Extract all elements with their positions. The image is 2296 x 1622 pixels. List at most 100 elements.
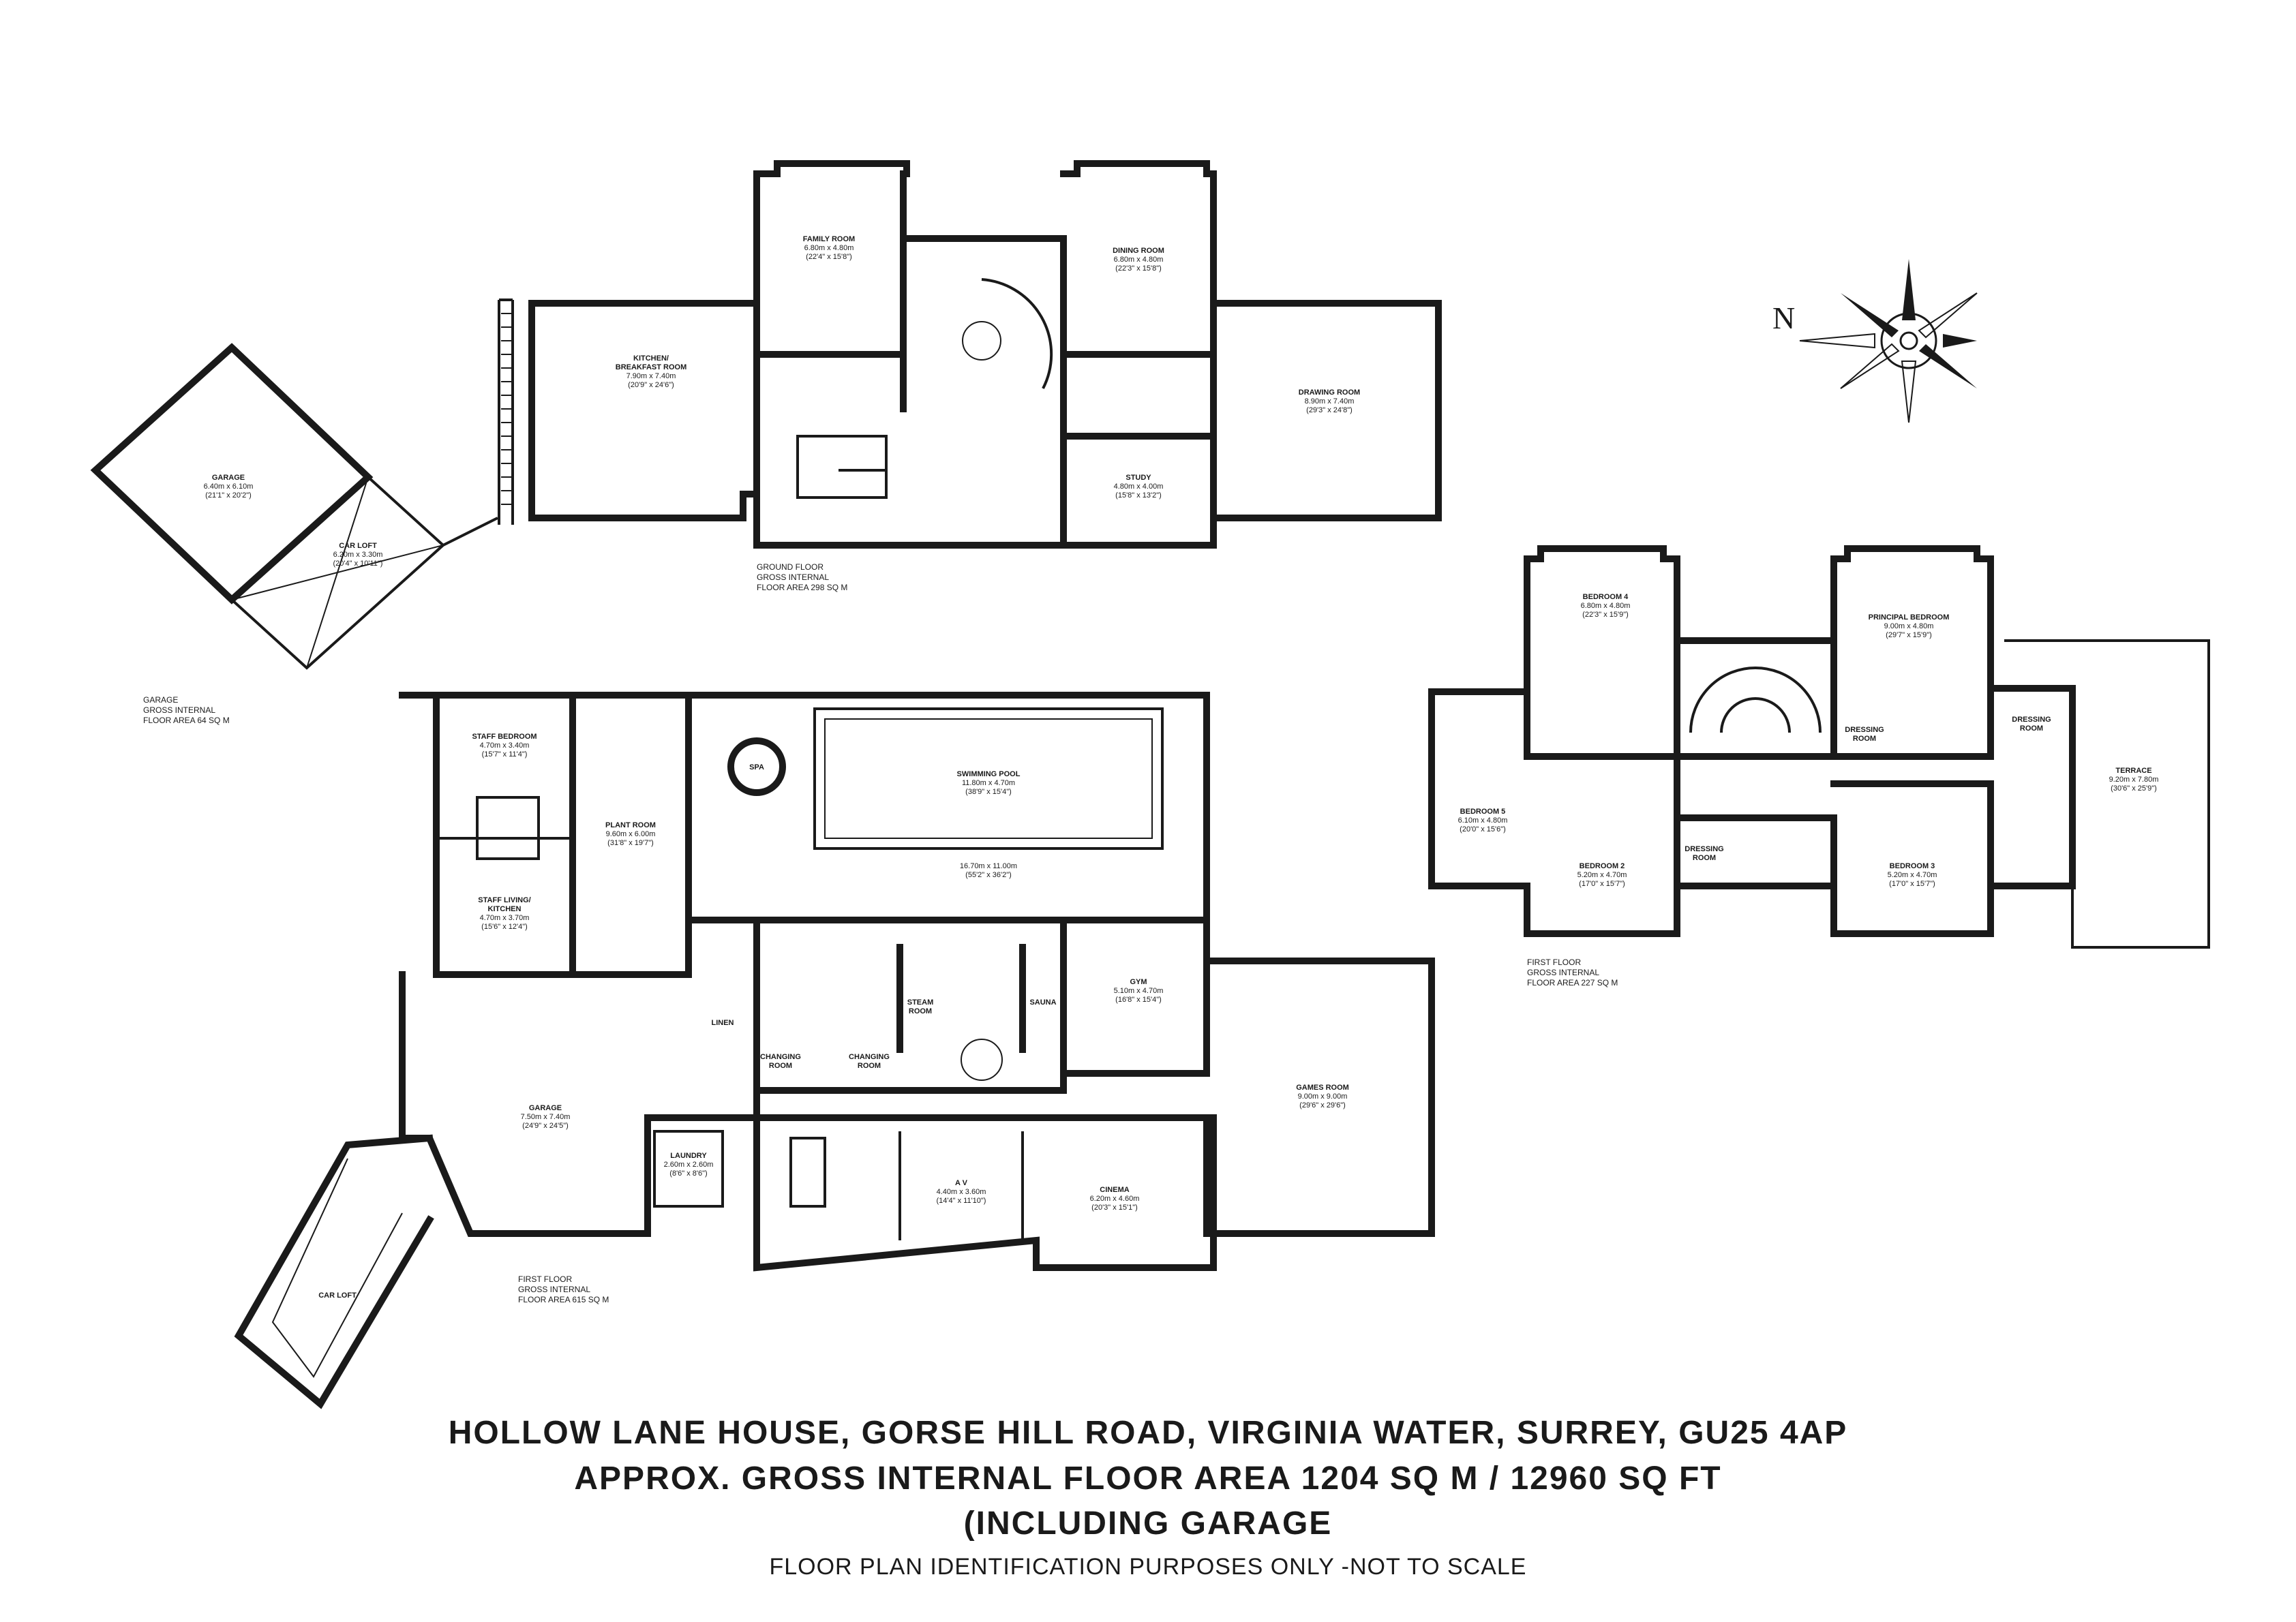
room-metric: 6.20m x 4.60m	[1089, 1195, 1140, 1203]
laundry-outline	[653, 1130, 724, 1208]
room-label-drawing-room: DRAWING ROOM 8.90m x 7.40m (29'3" x 24'8…	[1299, 388, 1360, 415]
left-wing-walls	[1428, 688, 1680, 937]
room-imperial: (20'0" x 15'6")	[1460, 825, 1506, 833]
room-name: A V	[955, 1179, 967, 1187]
family-room-walls	[753, 160, 910, 358]
room-metric: 9.00m x 4.80m	[1884, 622, 1934, 630]
room-metric: 6.80m x 4.80m	[1113, 256, 1164, 264]
floor-area-title: APPROX. GROSS INTERNAL FLOOR AREA 1204 S…	[574, 1460, 1722, 1497]
room-metric: 4.80m x 4.00m	[1113, 483, 1164, 491]
bedroom-3-walls	[1830, 780, 1994, 937]
room-imperial: (17'0" x 15'7")	[1889, 880, 1935, 888]
lower-floor-area-note: FIRST FLOOR GROSS INTERNAL FLOOR AREA 61…	[518, 1274, 609, 1305]
room-metric: 6.10m x 4.80m	[1457, 816, 1508, 825]
note-line: GROSS INTERNAL	[143, 705, 216, 715]
room-imperial: (55'2" x 36'2")	[965, 871, 1012, 879]
room-imperial: (29'3" x 24'8")	[1306, 406, 1353, 414]
spa-pool	[727, 737, 786, 796]
ground-floor-area-note: GROUND FLOOR GROSS INTERNAL FLOOR AREA 2…	[757, 562, 847, 593]
spiral-stair	[981, 278, 1053, 389]
first-floor-plan	[1428, 545, 2210, 949]
room-label-plant-room: PLANT ROOM 9.60m x 6.00m (31'8" x 19'7")	[605, 821, 656, 848]
room-label-pool-hall: 16.70m x 11.00m (55'2" x 36'2")	[960, 862, 1017, 880]
room-imperial: (24'9" x 24'5")	[522, 1122, 569, 1130]
note-line: FLOOR AREA 298 SQ M	[757, 583, 848, 592]
note-line: GROSS INTERNAL	[518, 1285, 591, 1294]
room-metric: 9.60m x 6.00m	[605, 830, 656, 838]
room-name: STUDY	[1126, 474, 1151, 482]
room-label-av: A V 4.40m x 3.60m (14'4" x 11'10")	[937, 1179, 986, 1206]
room-imperial: (22'3" x 15'8")	[1115, 264, 1162, 273]
room-name: GAMES ROOM	[1296, 1084, 1349, 1092]
room-imperial: (14'4" x 11'10")	[936, 1197, 986, 1205]
room-name: STAFF BEDROOM	[472, 733, 537, 741]
first-floor-spiral-stair	[1689, 667, 1822, 733]
room-name: LINEN	[711, 1019, 734, 1027]
external-stair-treads	[501, 313, 511, 505]
room-label-steam-room: STEAM ROOM	[903, 998, 937, 1016]
compass-rose	[1799, 259, 1978, 423]
note-line: FIRST FLOOR	[1527, 958, 1582, 967]
room-metric: 7.50m x 7.40m	[520, 1113, 571, 1121]
room-label-lower-car-loft: CAR LOFT	[318, 1291, 357, 1300]
room-metric: 9.00m x 9.00m	[1297, 1092, 1348, 1101]
room-metric: 16.70m x 11.00m	[959, 862, 1018, 870]
room-name: DRESSING ROOM	[2012, 716, 2051, 733]
room-imperial: (29'6" x 29'6")	[1299, 1101, 1346, 1110]
inner-stair	[796, 435, 888, 499]
room-metric: 5.20m x 4.70m	[1577, 871, 1627, 879]
room-metric: 6.20m x 3.30m	[333, 551, 383, 559]
garage-block-plan	[90, 343, 498, 670]
hall-round-table-lower	[961, 1039, 1003, 1081]
room-name: PLANT ROOM	[605, 821, 656, 829]
room-metric: 6.80m x 4.80m	[1580, 602, 1631, 610]
room-metric: 4.40m x 3.60m	[936, 1188, 986, 1196]
room-metric: 11.80m x 4.70m	[961, 779, 1016, 787]
garage-area-note: GARAGE GROSS INTERNAL FLOOR AREA 64 SQ M	[143, 695, 230, 726]
swimming-pool-basin	[813, 707, 1164, 850]
room-name: TERRACE	[2115, 767, 2152, 775]
room-label-lower-garage: GARAGE 7.50m x 7.40m (24'9" x 24'5")	[521, 1104, 571, 1131]
room-name: CAR LOFT	[339, 542, 377, 550]
room-name: DRESSING ROOM	[1685, 845, 1724, 862]
compass-north-label: N	[1772, 301, 1796, 335]
room-label-bedroom-3: BEDROOM 3 5.20m x 4.70m (17'0" x 15'7")	[1888, 862, 1937, 889]
room-name: STEAM ROOM	[907, 998, 934, 1015]
room-name: FAMILY ROOM	[802, 235, 856, 243]
room-name: GARAGE	[211, 474, 245, 482]
room-label-garage: GARAGE 6.40m x 6.10m (21'1" x 20'2")	[204, 474, 254, 500]
note-line: GROUND FLOOR	[757, 562, 824, 572]
room-imperial: (8'6" x 8'6")	[669, 1169, 708, 1178]
room-imperial: (30'6" x 25'9")	[2111, 784, 2157, 793]
not-to-scale-disclaimer: FLOOR PLAN IDENTIFICATION PURPOSES ONLY …	[769, 1554, 1527, 1580]
room-imperial: (17'0" x 15'7")	[1579, 880, 1625, 888]
room-label-dressing-room-1: DRESSING ROOM	[1841, 726, 1888, 744]
property-address-title: HOLLOW LANE HOUSE, GORSE HILL ROAD, VIRG…	[448, 1415, 1848, 1451]
room-name: SWIMMING POOL	[956, 770, 1021, 778]
room-imperial: (38'9" x 15'4")	[965, 788, 1012, 796]
room-imperial: (20'9" x 24'6")	[628, 381, 674, 389]
room-label-bedroom-5: BEDROOM 5 6.10m x 4.80m (20'0" x 15'6")	[1458, 808, 1508, 834]
room-imperial: (15'6" x 12'4")	[481, 923, 528, 931]
room-label-staff-living: STAFF LIVING/ KITCHEN 4.70m x 3.70m (15'…	[467, 896, 542, 932]
room-imperial: (31'8" x 19'7")	[607, 839, 654, 847]
room-metric: 9.20m x 7.80m	[2109, 776, 2159, 784]
room-label-laundry: LAUNDRY 2.60m x 2.60m (8'6" x 8'6")	[664, 1152, 714, 1178]
room-name: KITCHEN/ BREAKFAST ROOM	[615, 354, 687, 371]
room-imperial: (16'8" x 15'4")	[1115, 996, 1162, 1004]
room-label-sauna: SAUNA	[1029, 998, 1056, 1007]
room-imperial: (29'7" x 15'9")	[1886, 631, 1932, 639]
pool-hall-walls	[685, 692, 1210, 923]
room-metric: 4.70m x 3.70m	[479, 914, 530, 922]
note-line: GROSS INTERNAL	[757, 572, 830, 582]
room-metric: 5.20m x 4.70m	[1887, 871, 1937, 879]
room-label-linen: LINEN	[712, 1019, 734, 1028]
room-name: DRAWING ROOM	[1298, 388, 1361, 397]
middle-dressing-walls	[1674, 814, 1837, 937]
note-line: GROSS INTERNAL	[1527, 968, 1600, 977]
ground-floor-plan	[498, 160, 1442, 549]
room-label-staff-bedroom: STAFF BEDROOM 4.70m x 3.40m (15'7" x 11'…	[472, 733, 537, 759]
bedroom-4-walls	[1524, 545, 1680, 760]
principal-bedroom-walls	[1830, 545, 1994, 760]
room-name: DINING ROOM	[1113, 247, 1164, 255]
